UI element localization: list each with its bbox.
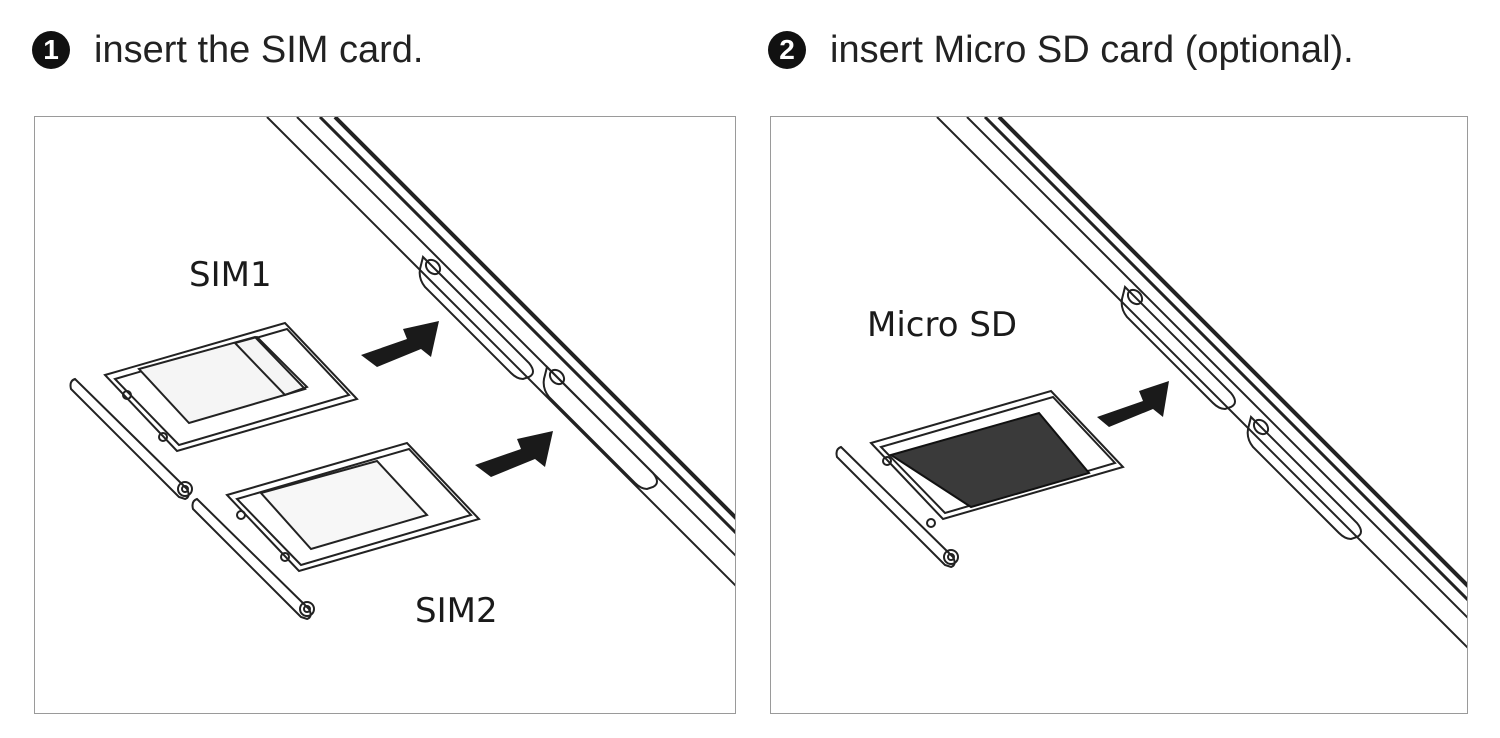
- sim-insertion-panel: SIM1 SIM2: [34, 116, 736, 714]
- micro-sd-tray: [835, 389, 1125, 569]
- sim2-tray: [191, 441, 481, 621]
- phone-side-edge: [266, 117, 735, 587]
- lower-slot: [1246, 415, 1362, 541]
- step-1-title: insert the SIM card.: [94, 28, 424, 71]
- step-2-number-badge: 2: [768, 31, 806, 69]
- upper-slot: [1120, 285, 1236, 411]
- sim1-slot: [418, 255, 534, 381]
- sim1-insert-arrow: [361, 321, 439, 367]
- phone-side-edge: [936, 117, 1467, 649]
- sim2-slot: [542, 365, 658, 491]
- micro-sd-insert-arrow: [1097, 381, 1169, 427]
- sim1-label: SIM1: [189, 255, 272, 295]
- micro-sd-label: Micro SD: [867, 305, 1018, 345]
- sim2-insert-arrow: [475, 431, 553, 477]
- micro-sd-insertion-illustration: [835, 117, 1467, 649]
- sim1-tray: [69, 321, 359, 501]
- step-1-header: 1 insert the SIM card.: [32, 22, 423, 78]
- step-2-header: 2 insert Micro SD card (optional).: [768, 22, 1354, 78]
- step-2-title: insert Micro SD card (optional).: [830, 28, 1354, 71]
- sim2-label: SIM2: [415, 591, 498, 631]
- step-1-number-badge: 1: [32, 31, 70, 69]
- micro-sd-insertion-panel: Micro SD: [770, 116, 1468, 714]
- sim-insertion-illustration: [69, 117, 735, 621]
